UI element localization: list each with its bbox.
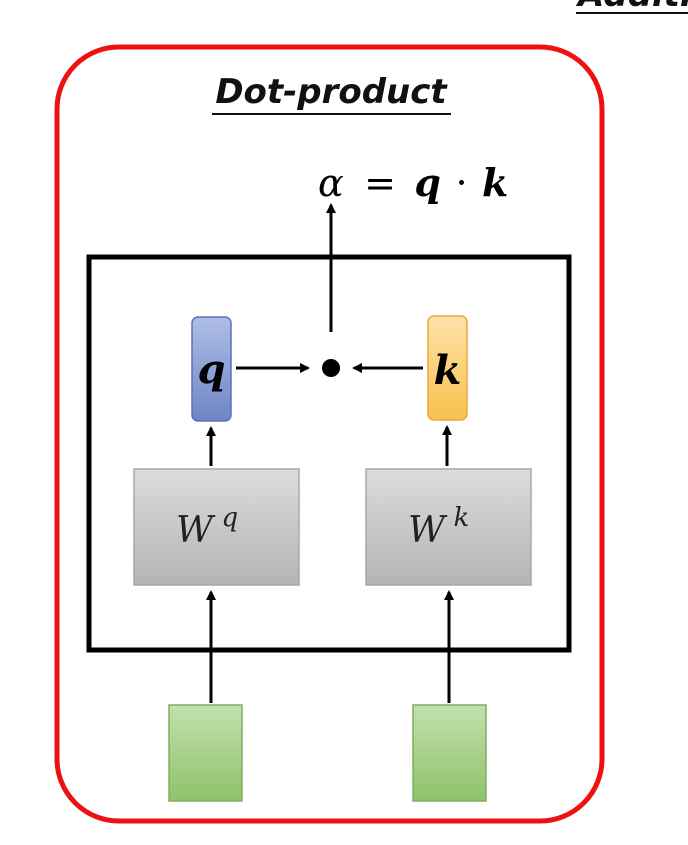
formula-q: q (414, 160, 441, 205)
attention-formula: α = q · k (318, 160, 508, 205)
inner-box (86, 254, 572, 653)
formula-k: k (482, 160, 508, 205)
key-weight-matrix (365, 468, 532, 586)
query-weight-base: W (176, 510, 216, 551)
corner-title: Additi (575, 0, 688, 15)
formula-dot: · (455, 161, 467, 205)
key-weight-label: W k (408, 503, 469, 551)
dot-product-node (322, 359, 340, 377)
outer-panel (54, 44, 605, 824)
key-weight-sup: k (453, 503, 469, 533)
query-vector (191, 316, 232, 422)
key-vector-label: k (434, 347, 462, 394)
query-input-vector (168, 704, 243, 802)
key-input-vector (412, 704, 487, 802)
query-vector-label: q (198, 346, 226, 393)
formula-alpha: α (318, 161, 344, 205)
key-weight-base: W (408, 510, 448, 551)
panel-title: Dot-product (215, 72, 448, 112)
corner-title-text: Additi (575, 0, 688, 15)
query-weight-matrix (133, 468, 300, 586)
query-weight-label: W q (176, 503, 238, 551)
formula-equals: = (364, 161, 396, 205)
query-weight-sup: q (221, 503, 238, 533)
key-vector (427, 315, 468, 421)
